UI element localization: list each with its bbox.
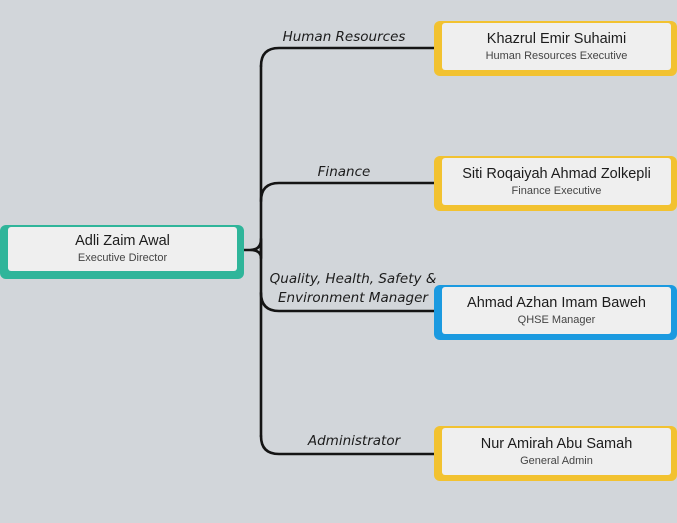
root-node-card[interactable]: Adli Zaim Awal Executive Director	[0, 225, 244, 279]
node-card-siti[interactable]: Siti Roqaiyah Ahmad Zolkepli Finance Exe…	[434, 156, 677, 211]
node-card-nur[interactable]: Nur Amirah Abu Samah General Admin	[434, 426, 677, 481]
root-role: Executive Director	[77, 252, 168, 264]
root-node-inner: Adli Zaim Awal Executive Director	[8, 227, 237, 271]
branch-connector-qhse	[259, 291, 436, 313]
node-card-khazrul[interactable]: Khazrul Emir Suhaimi Human Resources Exe…	[434, 21, 677, 76]
node-inner-ahmad: Ahmad Azhan Imam Baweh QHSE Manager	[442, 287, 671, 334]
node-card-ahmad[interactable]: Ahmad Azhan Imam Baweh QHSE Manager	[434, 285, 677, 340]
root-connector	[241, 237, 263, 260]
node-name: Khazrul Emir Suhaimi	[486, 30, 627, 47]
node-inner-khazrul: Khazrul Emir Suhaimi Human Resources Exe…	[442, 23, 671, 70]
root-name: Adli Zaim Awal	[75, 233, 170, 249]
node-inner-siti: Siti Roqaiyah Ahmad Zolkepli Finance Exe…	[442, 158, 671, 205]
branch-label-finance: Finance	[317, 164, 371, 180]
branch-label-qhse-line2: Environment Manager	[278, 290, 428, 306]
branch-label-human-resources: Human Resources	[282, 29, 406, 45]
node-role: General Admin	[520, 454, 593, 467]
branch-connector-finance	[259, 181, 436, 203]
branch-connector-admin	[259, 434, 436, 456]
node-role: QHSE Manager	[517, 313, 596, 326]
node-inner-nur: Nur Amirah Abu Samah General Admin	[442, 428, 671, 475]
node-role: Finance Executive	[511, 184, 602, 197]
branch-label-administrator: Administrator	[307, 433, 401, 449]
node-name: Nur Amirah Abu Samah	[480, 435, 633, 452]
node-name: Ahmad Azhan Imam Baweh	[467, 294, 646, 311]
branch-connector-hr	[259, 46, 436, 68]
node-name: Siti Roqaiyah Ahmad Zolkepli	[462, 165, 651, 182]
node-role: Human Resources Executive	[485, 49, 628, 62]
branch-label-qhse-line1: Quality, Health, Safety &	[269, 271, 437, 287]
